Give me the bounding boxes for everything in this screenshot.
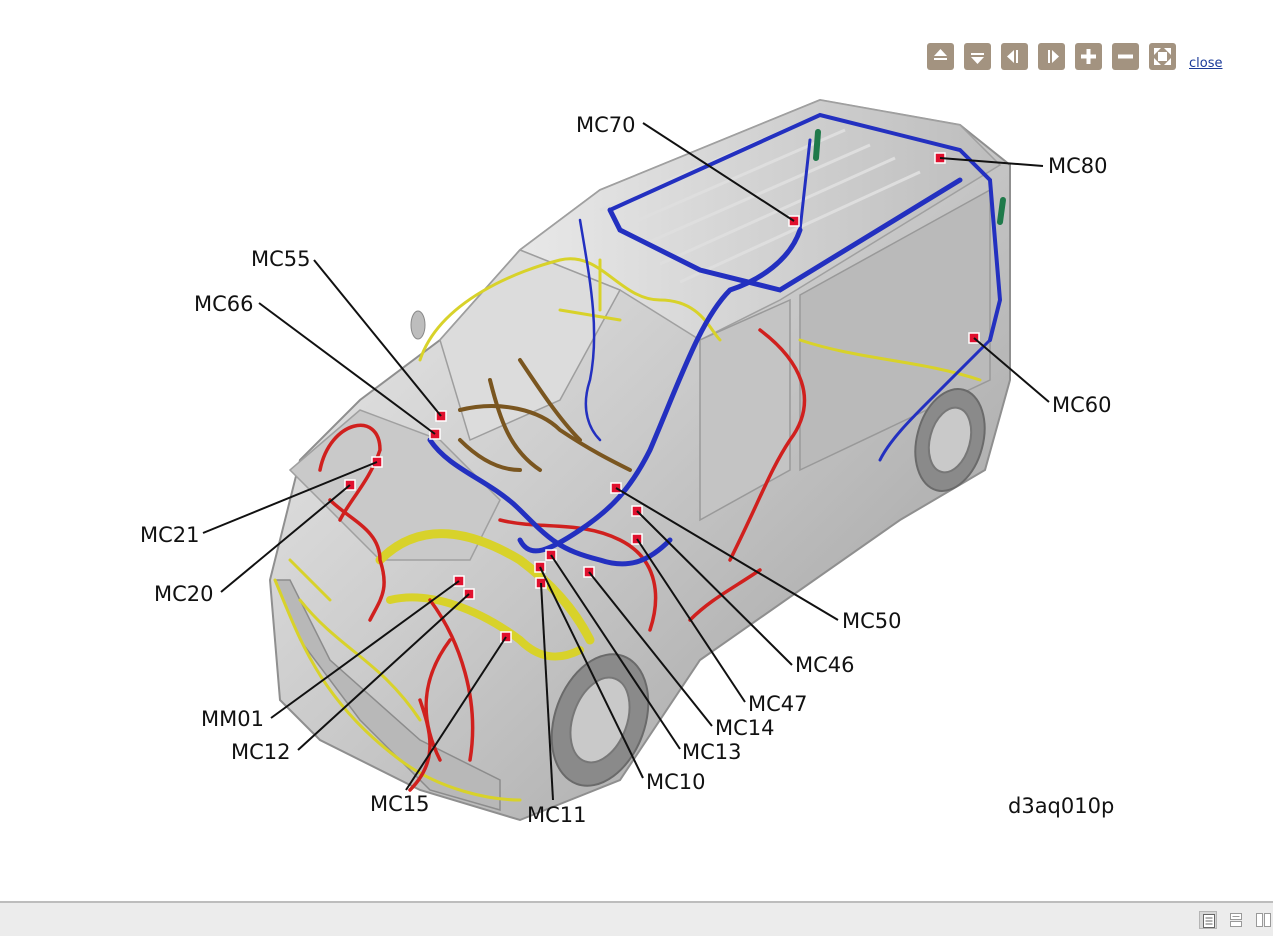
pan-left-button[interactable]: [1001, 43, 1028, 70]
pan-left-icon: [1007, 50, 1018, 63]
label-mc10: MC10: [646, 770, 706, 794]
harness-blue: [427, 112, 1003, 567]
label-mc20: MC20: [154, 582, 214, 606]
label-mc21: MC21: [140, 523, 200, 547]
leader-lines: [202, 122, 1050, 801]
list-view-icon: [1230, 913, 1242, 927]
wiring-diagram: MC70 MC80 MC55 MC66 MC60 MC21 MC20 MC50 …: [140, 98, 1112, 827]
zoom-in-button[interactable]: [1075, 43, 1102, 70]
label-mc55: MC55: [251, 247, 311, 271]
zoom-in-icon: [1081, 49, 1096, 64]
status-bar: [0, 901, 1273, 936]
label-mc11: MC11: [527, 803, 587, 827]
pan-down-button[interactable]: [964, 43, 991, 70]
viewer-toolbar: [927, 43, 1186, 71]
pan-down-icon: [971, 53, 984, 64]
single-page-view-button[interactable]: [1199, 911, 1217, 929]
label-mc60: MC60: [1052, 393, 1112, 417]
pan-right-button[interactable]: [1038, 43, 1065, 70]
label-mc66: MC66: [194, 292, 254, 316]
label-mc14: MC14: [715, 716, 775, 740]
label-mc46: MC46: [795, 653, 855, 677]
two-column-view-button[interactable]: [1254, 911, 1272, 929]
label-mc50: MC50: [842, 609, 902, 633]
pan-up-button[interactable]: [927, 43, 954, 70]
label-mc12: MC12: [231, 740, 291, 764]
fit-to-window-icon: [1154, 48, 1171, 65]
label-mc47: MC47: [748, 692, 808, 716]
zoom-out-button[interactable]: [1112, 43, 1139, 70]
harness-green: [813, 129, 1006, 225]
two-column-view-icon: [1256, 913, 1271, 927]
zoom-out-icon: [1118, 54, 1133, 59]
fit-to-window-button[interactable]: [1149, 43, 1176, 70]
label-mc70: MC70: [576, 113, 636, 137]
pan-up-icon: [934, 49, 947, 60]
label-mc80: MC80: [1048, 154, 1108, 178]
harness-brown: [458, 358, 632, 472]
label-mm01: MM01: [201, 707, 264, 731]
connector-labels: MC70 MC80 MC55 MC66 MC60 MC21 MC20 MC50 …: [140, 113, 1112, 827]
pan-right-icon: [1048, 50, 1059, 63]
figure-reference: d3aq010p: [1008, 794, 1115, 818]
label-mc13: MC13: [682, 740, 742, 764]
label-mc15: MC15: [370, 792, 430, 816]
list-view-button[interactable]: [1227, 911, 1245, 929]
single-page-view-icon: [1203, 914, 1215, 928]
close-link[interactable]: close: [1189, 56, 1223, 71]
